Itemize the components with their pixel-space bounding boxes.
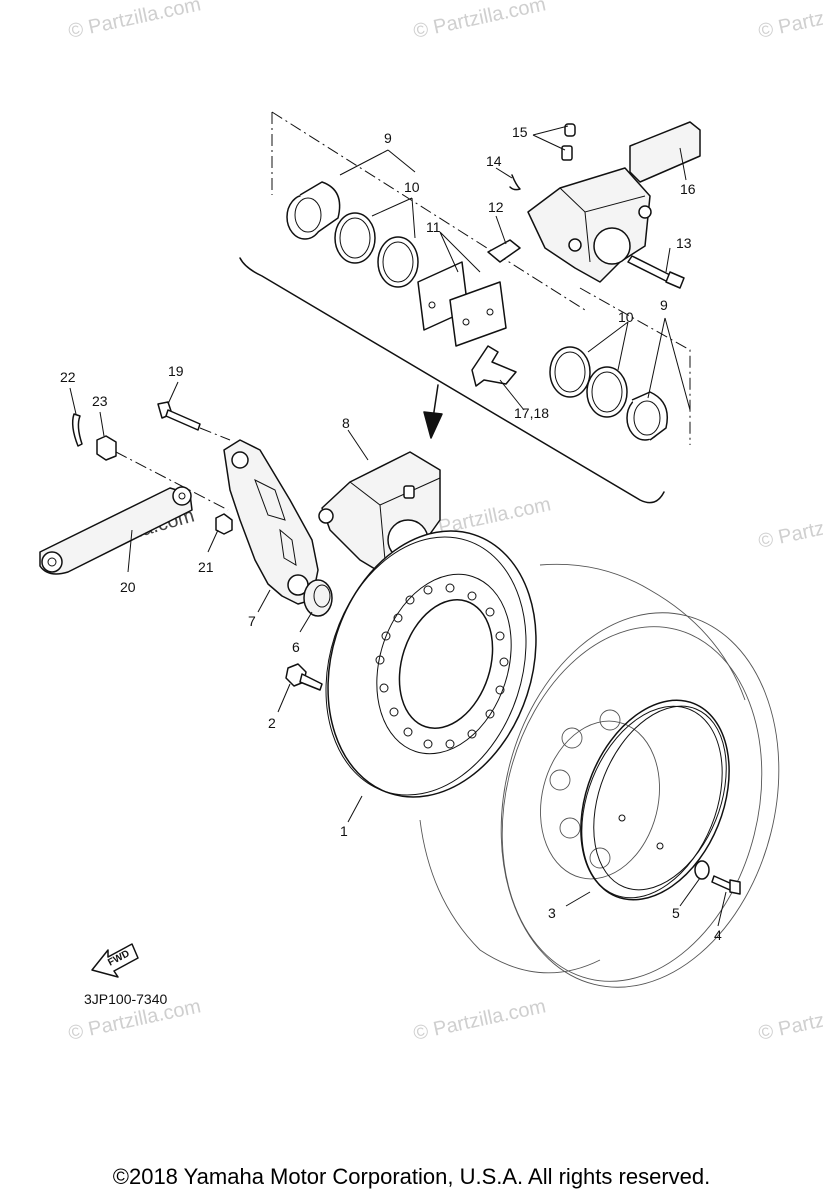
diagram-code: 3JP100-7340 xyxy=(84,991,168,1007)
watermark: © Partzilla.com xyxy=(66,0,202,43)
clip xyxy=(509,174,521,191)
seals-right xyxy=(549,346,628,418)
pad-spring xyxy=(487,239,521,263)
centerline-upper xyxy=(115,451,229,511)
callout-21: 21 xyxy=(198,559,214,575)
callout-numbers: 9 10 11 12 15 14 16 13 9 10 17,18 8 19 2… xyxy=(60,124,722,943)
watermark-group: © Partzilla.com © Partzilla.com © Partzi… xyxy=(61,0,823,1045)
callout-6: 6 xyxy=(292,639,300,655)
hub-damper-ring xyxy=(580,699,730,901)
copyright-notice: ©2018 Yamaha Motor Corporation, U.S.A. A… xyxy=(112,1164,711,1189)
nut xyxy=(96,435,117,461)
bleed-screws xyxy=(561,123,576,161)
callout-1: 1 xyxy=(340,823,348,839)
callout-20: 20 xyxy=(120,579,136,595)
torque-rod xyxy=(39,486,193,575)
caliper-body-exploded xyxy=(527,167,652,283)
callout-17-18: 17,18 xyxy=(514,405,549,421)
disc-bolt xyxy=(285,663,323,691)
hub-bolt xyxy=(711,875,741,895)
centerline-bolt xyxy=(199,427,231,441)
callout-11: 11 xyxy=(426,219,441,235)
washer xyxy=(694,860,710,880)
callout-3: 3 xyxy=(548,905,556,921)
bolt-19 xyxy=(157,401,201,431)
callout-19: 19 xyxy=(168,363,184,379)
pad-support xyxy=(471,345,517,387)
brake-disc xyxy=(325,530,537,798)
fwd-arrow: FWD xyxy=(91,943,139,978)
callout-4: 4 xyxy=(714,927,722,943)
watermark: © Partzilla.com xyxy=(411,0,547,43)
callout-10b: 10 xyxy=(618,309,634,325)
callout-9a: 9 xyxy=(384,130,392,146)
callout-2: 2 xyxy=(268,715,276,731)
callout-10a: 10 xyxy=(404,179,420,195)
watermark: © Partzilla.com xyxy=(756,503,823,553)
callout-8: 8 xyxy=(342,415,350,431)
piston-left xyxy=(286,181,341,240)
callout-5: 5 xyxy=(672,905,680,921)
callout-7: 7 xyxy=(248,613,256,629)
callout-12: 12 xyxy=(488,199,504,215)
callout-13: 13 xyxy=(676,235,692,251)
callout-9b: 9 xyxy=(660,297,668,313)
callout-22: 22 xyxy=(60,369,76,385)
callout-15: 15 xyxy=(512,124,528,140)
seals-left xyxy=(334,212,419,288)
caliper-bracket xyxy=(223,439,319,605)
nut-21 xyxy=(215,513,233,535)
caliper-pin xyxy=(627,255,685,289)
watermark: © Partzilla.com xyxy=(756,995,823,1045)
leader-lines xyxy=(69,125,727,927)
piston-right xyxy=(626,391,668,441)
collar xyxy=(303,579,333,617)
pad-cover xyxy=(629,121,701,183)
exploded-view-bracket xyxy=(239,111,691,504)
cotter-pin xyxy=(71,413,83,447)
brake-pads xyxy=(417,261,507,347)
wheel-outline xyxy=(419,563,780,988)
callout-23: 23 xyxy=(92,393,108,409)
watermark: © Partzilla.com xyxy=(411,995,547,1045)
callout-16: 16 xyxy=(680,181,696,197)
callout-14: 14 xyxy=(486,153,502,169)
watermark: © Partzilla.com xyxy=(756,0,823,43)
